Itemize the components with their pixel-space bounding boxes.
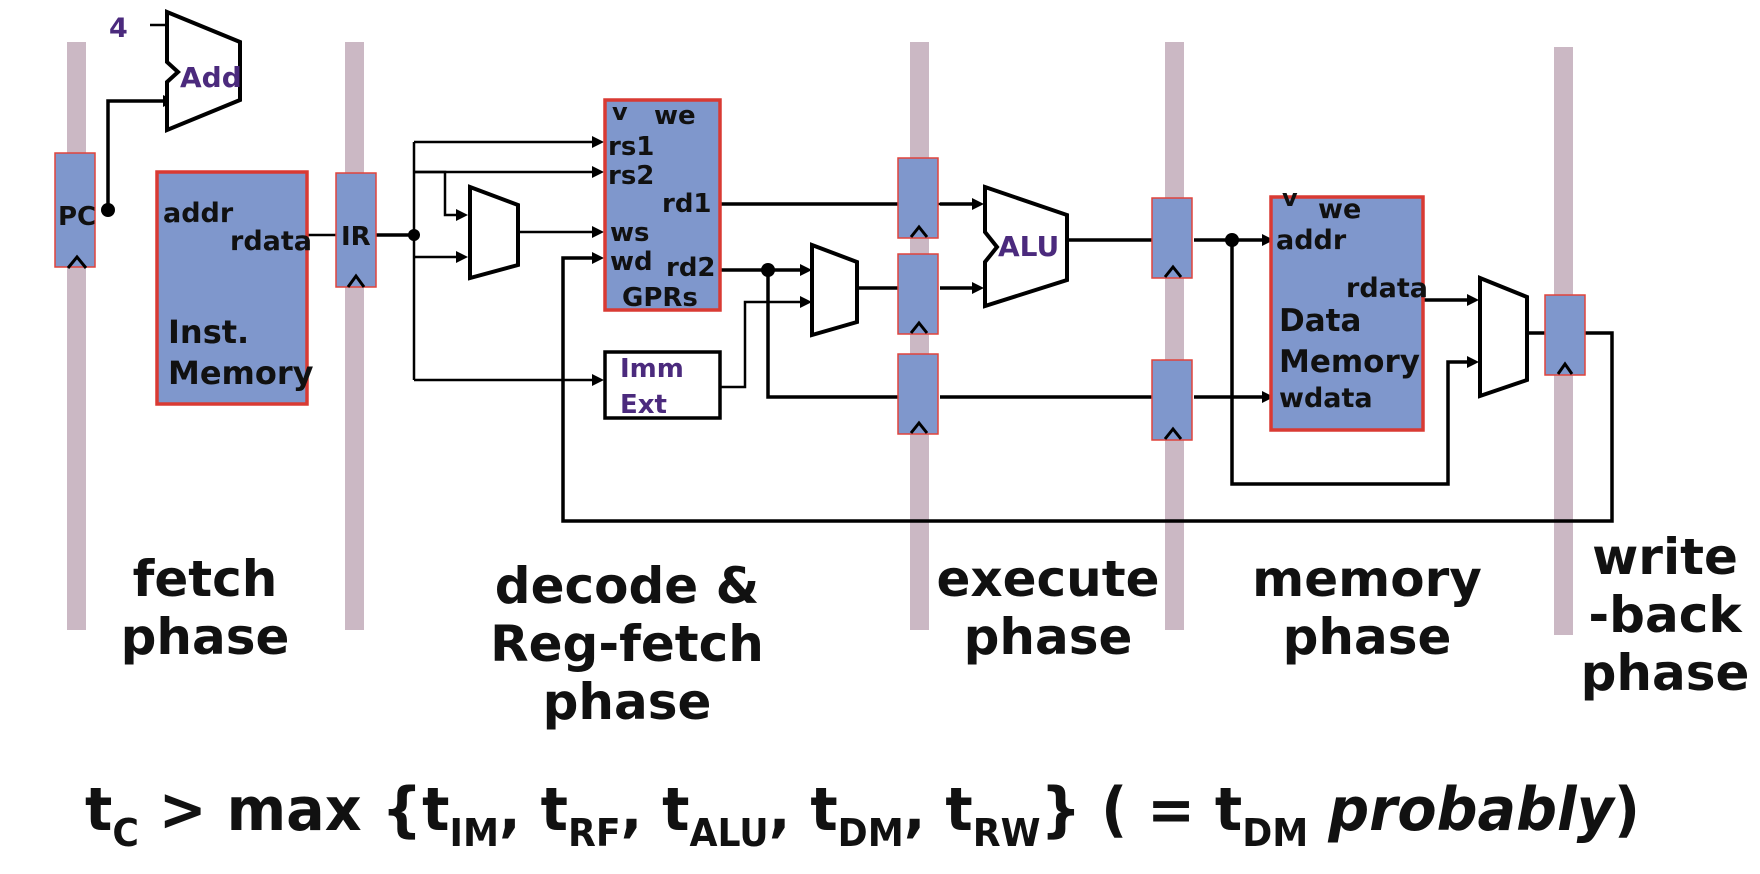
pc-junction-dot bbox=[101, 203, 115, 217]
gprs-wd-label: wd bbox=[610, 247, 653, 277]
phase-writeback-line3: phase bbox=[1581, 644, 1750, 702]
alu: ALU bbox=[983, 184, 1069, 309]
phase-fetch-line1: fetch bbox=[133, 550, 278, 608]
stage-bar-memory bbox=[1165, 42, 1184, 630]
pc-register: PC bbox=[54, 152, 96, 269]
pc-label: PC bbox=[58, 202, 96, 232]
gprs-rd1-label: rd1 bbox=[662, 189, 712, 219]
writeback-mux bbox=[1478, 275, 1529, 399]
gprs-rd2-label: rd2 bbox=[666, 253, 716, 283]
pipeline-reg-ex-b bbox=[897, 253, 939, 335]
data-memory-name-line2: Memory bbox=[1279, 344, 1420, 380]
phase-writeback-line1: write bbox=[1592, 528, 1738, 586]
gprs-we-caret: v bbox=[612, 98, 628, 126]
ir-register: IR bbox=[335, 172, 377, 288]
junction-dots bbox=[101, 203, 1239, 277]
adder-label: Add bbox=[180, 61, 242, 94]
inst-memory-name-line1: Inst. bbox=[168, 313, 249, 351]
stage-bar-decode bbox=[345, 42, 364, 630]
ir-junction-dot bbox=[408, 229, 420, 241]
data-memory-addr-label: addr bbox=[1276, 225, 1347, 256]
four-constant-label: 4 bbox=[109, 13, 128, 44]
rd2-junction-dot bbox=[761, 263, 775, 277]
phase-execute-line2: phase bbox=[964, 608, 1133, 666]
gprs-ws-label: ws bbox=[610, 218, 650, 248]
phase-writeback-line2: -back bbox=[1588, 586, 1743, 644]
writeback-pipeline-register bbox=[1544, 294, 1586, 376]
data-memory-rdata-label: rdata bbox=[1346, 273, 1428, 304]
imm-ext-line2: Ext bbox=[620, 390, 667, 420]
pipeline-reg-ex-c bbox=[897, 353, 939, 435]
phase-decode-line3: phase bbox=[543, 673, 712, 731]
gprs-we-label: we bbox=[654, 101, 696, 131]
data-memory: v we addr rdata Data Memory wdata bbox=[1269, 184, 1428, 432]
gprs-rs1-label: rs1 bbox=[608, 132, 654, 162]
alu-operand-mux bbox=[810, 242, 859, 338]
alu-label: ALU bbox=[998, 230, 1059, 263]
imm-ext-block: Imm Ext bbox=[603, 350, 722, 420]
phase-execute-line1: execute bbox=[936, 550, 1159, 608]
data-memory-we-label: we bbox=[1318, 194, 1361, 225]
inst-memory-addr-label: addr bbox=[163, 198, 234, 229]
inst-memory-rdata-label: rdata bbox=[230, 226, 312, 257]
inst-memory-name-line2: Memory bbox=[168, 354, 314, 392]
phase-memory-line2: phase bbox=[1283, 608, 1452, 666]
pipeline-reg-ex-a bbox=[897, 157, 939, 239]
pipeline-reg-mem-a bbox=[1151, 197, 1193, 279]
phase-fetch-line2: phase bbox=[121, 608, 290, 666]
phase-decode-line1: decode & bbox=[495, 557, 759, 615]
phase-memory-line1: memory bbox=[1252, 550, 1482, 608]
stage-bar-fetch bbox=[67, 42, 86, 630]
data-memory-we-caret: v bbox=[1282, 184, 1298, 212]
execute-pipeline-registers bbox=[897, 157, 939, 435]
alu-out-junction-dot bbox=[1225, 233, 1239, 247]
memory-pipeline-registers bbox=[1151, 197, 1193, 441]
imm-ext-line1: Imm bbox=[620, 354, 684, 384]
adder: 4 Add bbox=[109, 9, 242, 133]
ir-label: IR bbox=[341, 222, 371, 252]
wires bbox=[106, 23, 1614, 523]
gprs-name-label: GPRs bbox=[622, 283, 698, 313]
gprs-register-file: v we rs1 rs2 rd1 ws wd rd2 GPRs bbox=[603, 98, 722, 313]
instruction-memory: addr rdata Inst. Memory bbox=[155, 170, 314, 406]
phase-decode-line2: Reg-fetch bbox=[490, 615, 764, 673]
stage-bar-execute bbox=[910, 42, 929, 630]
ws-select-mux bbox=[468, 184, 520, 281]
gprs-rs2-label: rs2 bbox=[608, 161, 654, 191]
pipeline-reg-mem-b bbox=[1151, 359, 1193, 441]
phase-labels: fetch phase decode & Reg-fetch phase exe… bbox=[121, 528, 1750, 731]
cycle-time-formula: tC > max {tIM, tRF, tALU, tDM, tRW} ( = … bbox=[85, 775, 1640, 855]
data-memory-wdata-label: wdata bbox=[1279, 383, 1373, 414]
data-memory-name-line1: Data bbox=[1279, 303, 1361, 339]
